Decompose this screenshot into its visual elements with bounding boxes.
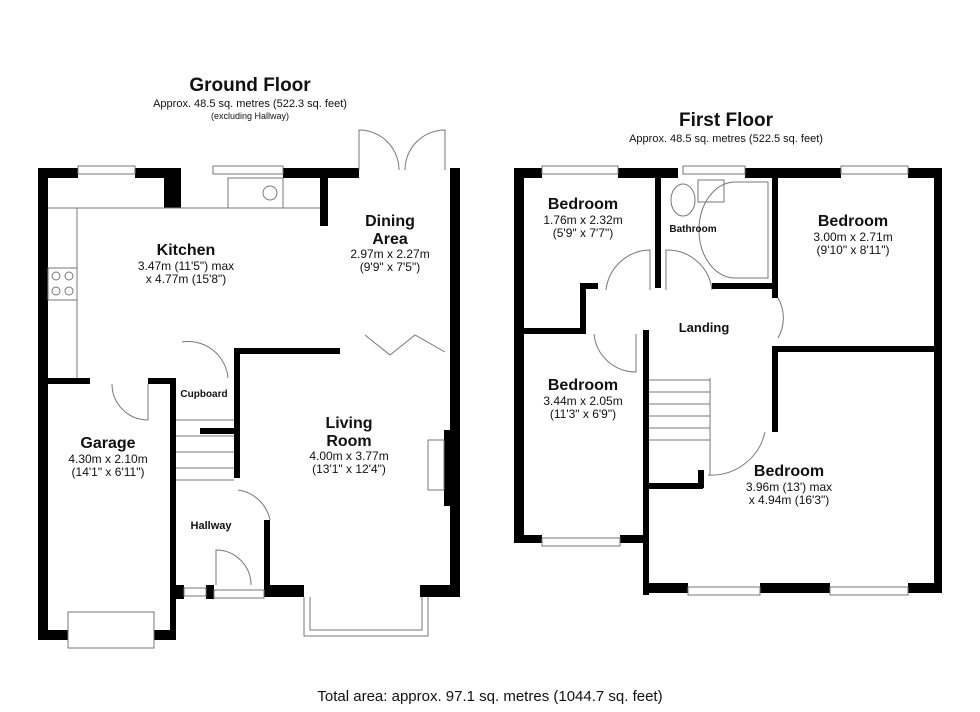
room-dimension: (9'10" x 8'11") [816, 242, 890, 257]
room-name: Garage [80, 435, 136, 452]
ground-floor-walls [38, 168, 460, 640]
room-dimension: (9'9" x 7'5") [359, 260, 421, 275]
room-dimension: 2.97m x 2.27m [350, 247, 430, 262]
room-dimension: (5'9" x 7'7") [552, 225, 614, 240]
ground-floor-fixtures [47, 129, 446, 649]
room-kitchen: Kitchen 3.47m (11'5") max x 4.77m (15'8"… [138, 242, 234, 286]
ground-floor-note: (excluding Hallway) [210, 111, 290, 121]
room-name: Bedroom [547, 196, 619, 213]
room-bedroom-right: Bedroom 3.00m x 2.71m (9'10" x 8'11") [813, 213, 892, 257]
room-name: Room [326, 432, 372, 450]
room-dimension: x 4.94m (16'3") [748, 492, 830, 507]
room-bedroom-left: Bedroom 3.44m x 2.05m (11'3" x 6'9") [543, 377, 622, 421]
room-bathroom: Bathroom [669, 224, 717, 235]
ground-floor-title: Ground Floor [189, 75, 311, 96]
room-dimension: 4.30m x 2.10m [68, 451, 148, 466]
room-name: Dining [365, 213, 415, 230]
room-garage: Garage 4.30m x 2.10m (14'1" x 6'11") [68, 435, 147, 479]
room-dimension: 1.76m x 2.32m [543, 212, 623, 227]
room-name: Kitchen [156, 242, 216, 259]
first-floor-fixtures [541, 165, 909, 596]
room-dimension: 3.47m (11'5") max [137, 258, 235, 273]
first-floor-walls [514, 168, 942, 595]
room-name: Bedroom [753, 463, 825, 480]
room-bedroom-small: Bedroom 1.76m x 2.32m (5'9" x 7'7") [543, 196, 622, 240]
room-dimension: (11'3" x 6'9") [549, 406, 617, 421]
room-landing: Landing [678, 320, 730, 335]
room-dining-area: Dining Area 2.97m x 2.27m (9'9" x 7'5") [350, 213, 429, 275]
room-dimension: 3.00m x 2.71m [813, 229, 893, 244]
room-dimension: x 4.77m (15'8") [145, 271, 227, 286]
room-dimension: (14'1" x 6'11") [71, 464, 145, 479]
first-floor-title: First Floor [679, 110, 773, 131]
room-dimension: 4.00m x 3.77m [309, 449, 389, 464]
room-living-room: Living Room 4.00m x 3.77m (13'1" x 12'4"… [309, 415, 388, 477]
room-cupboard: Cupboard [180, 389, 228, 400]
room-hallway: Hallway [190, 520, 232, 532]
room-bedroom-main: Bedroom 3.96m (13') max x 4.94m (16'3") [746, 463, 832, 507]
room-name: Bedroom [547, 377, 619, 394]
total-area: Total area: approx. 97.1 sq. metres (104… [317, 688, 663, 705]
room-name: Bedroom [817, 213, 889, 230]
room-dimension: (13'1" x 12'4") [312, 462, 386, 477]
room-dimension: 3.96m (13') max [745, 479, 833, 494]
first-floor-area: Approx. 48.5 sq. metres (522.5 sq. feet) [629, 133, 823, 145]
room-name: Area [372, 230, 408, 248]
ground-floor-area: Approx. 48.5 sq. metres (522.3 sq. feet) [153, 98, 347, 110]
room-name: Living [325, 415, 373, 432]
room-dimension: 3.44m x 2.05m [543, 393, 623, 408]
